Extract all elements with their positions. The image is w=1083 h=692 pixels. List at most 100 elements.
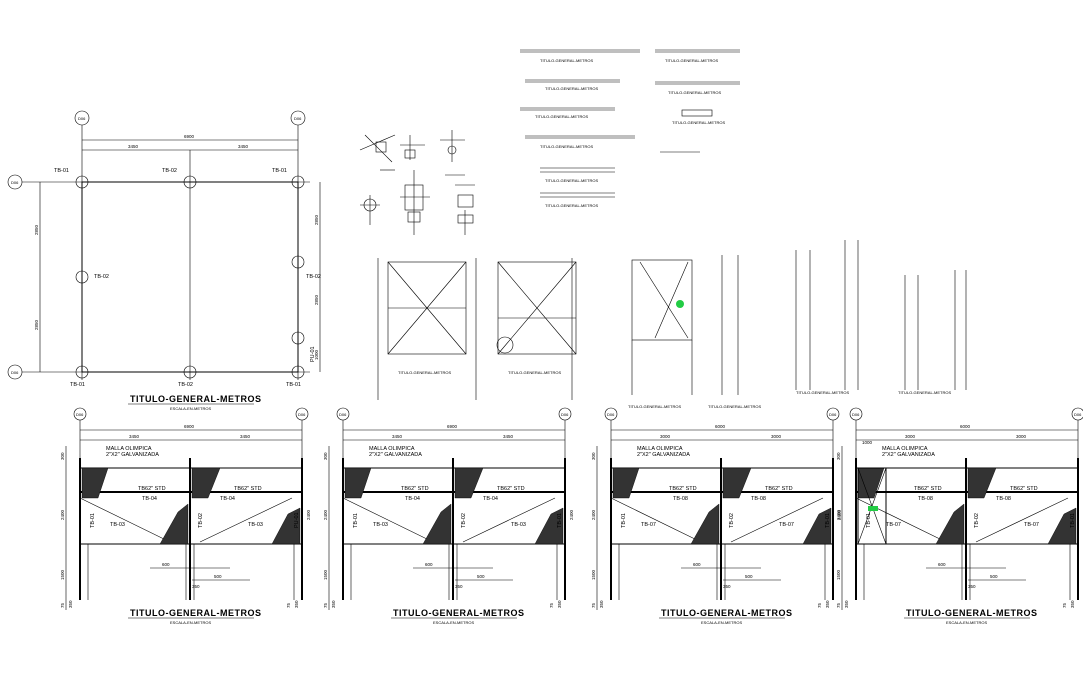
dim-h: 350: [557, 600, 562, 608]
elevation-scale: ESCALA-EN-METROS: [701, 620, 742, 625]
diagonal-label: TB-07: [886, 522, 901, 528]
post-label: TB-02: [974, 513, 980, 528]
axis-bubble-label: D06: [607, 412, 615, 417]
diagonal-label: TB-03: [110, 522, 125, 528]
gate-title: TITULO-GENERAL-METROS: [398, 370, 451, 375]
post-label: TB-01: [557, 513, 563, 528]
diagonal-label: TB-03: [511, 522, 526, 528]
post-label: TB-01: [825, 513, 831, 528]
dim-left: 3000: [660, 434, 671, 439]
dim-total: 6000: [960, 424, 971, 429]
dim-h: 350: [844, 600, 849, 608]
fence-elevation: D06D066000300030003002400150075350240075…: [836, 407, 1083, 625]
pipe-std-label: TB62" STD: [765, 486, 793, 492]
elevation-scale: ESCALA-EN-METROS: [170, 620, 211, 625]
footing-dim: 500: [214, 574, 222, 579]
diagonal-brace: [342, 497, 434, 543]
dim-right: 3450: [240, 434, 251, 439]
post-label: TB-01: [272, 168, 287, 174]
post-label: TB-02: [178, 382, 193, 388]
dim-h: 75: [591, 602, 596, 608]
footing-dim: 600: [693, 562, 701, 567]
connection-details: [359, 130, 475, 235]
pipe-std-label: TB62" STD: [401, 486, 429, 492]
concrete-hatch: [159, 503, 189, 545]
plan-title: TITULO-GENERAL-METROS: [130, 394, 262, 404]
pipe-label: TB-04: [142, 496, 157, 502]
dim-vr1: 2850: [314, 214, 319, 225]
concrete-hatch: [81, 467, 109, 499]
dim-h: 75: [1062, 602, 1067, 608]
footing-dim: 350: [192, 584, 200, 589]
pipe-std-label: TB62" STD: [234, 486, 262, 492]
door-frame: [857, 467, 887, 545]
mesh-label: MALLA OLIMPICA: [106, 446, 152, 452]
pipe-label: TB-08: [673, 496, 688, 502]
post-label: PU-01: [310, 346, 316, 362]
concrete-hatch: [344, 467, 372, 499]
dim-h: 75: [549, 602, 554, 608]
post-label: PU-01: [294, 512, 300, 528]
axis-bubble-label: D06: [76, 412, 84, 417]
pipe-std-label: TB62" STD: [914, 486, 942, 492]
mesh-label: 2"X2" GALVANIZADA: [106, 452, 159, 458]
mesh-label: MALLA OLIMPICA: [882, 446, 928, 452]
plan-scale: ESCALA-EN-METROS: [170, 406, 211, 411]
concrete-hatch: [722, 467, 752, 499]
concrete-hatch: [271, 507, 301, 545]
pipe-std-label: TB62" STD: [1010, 486, 1038, 492]
axis-bubble-label: D06: [561, 412, 569, 417]
elevation-scale: ESCALA-EN-METROS: [433, 620, 474, 625]
pipe-std-label: TB62" STD: [138, 486, 166, 492]
dim-vr3: 1000: [314, 349, 319, 360]
axis-bubble-label: D06: [829, 412, 837, 417]
elevation-title: TITULO-GENERAL-METROS: [130, 608, 262, 618]
post-label: TB-02: [461, 513, 467, 528]
dim-h: 1500: [836, 569, 841, 580]
highlight-marker: [868, 506, 878, 511]
diagonal-brace: [462, 497, 556, 543]
axis-bubble-label: D06: [852, 412, 860, 417]
elevation-title: TITULO-GENERAL-METROS: [661, 608, 793, 618]
dim-right: 3450: [503, 434, 514, 439]
dim-v1: 2850: [34, 224, 39, 235]
gate-title: TITULO-GENERAL-METROS: [508, 370, 561, 375]
schedule-list: TITULO-GENERAL-METROS TITULO-GENERAL-MET…: [520, 49, 740, 208]
diagonal-brace: [855, 497, 947, 543]
schedule-row: TITULO-GENERAL-METROS: [545, 178, 598, 183]
dim-h: 350: [294, 600, 299, 608]
dim-h: 350: [331, 600, 336, 608]
schedule-row: TITULO-GENERAL-METROS: [672, 120, 725, 125]
mesh-label: 2"X2" GALVANIZADA: [882, 452, 935, 458]
footing-dim: 350: [723, 584, 731, 589]
dim-h: 300: [836, 452, 841, 460]
axis-bubble-label: D06: [1074, 412, 1082, 417]
diagonal-brace: [79, 497, 171, 543]
gate-title: TITULO-GENERAL-METROS: [628, 404, 681, 409]
dim-right: 3000: [1016, 434, 1027, 439]
footing-dim: 350: [455, 584, 463, 589]
dim-h: 1500: [60, 569, 65, 580]
concrete-hatch: [1047, 507, 1077, 545]
post-label: TB-01: [1070, 513, 1076, 528]
dim-v2: 2850: [34, 319, 39, 330]
dim-left: 3450: [392, 434, 403, 439]
schedule-row: TITULO-GENERAL-METROS: [540, 144, 593, 149]
pipe-std-label: TB62" STD: [669, 486, 697, 492]
pipe-label: TB-04: [405, 496, 420, 502]
concrete-hatch: [612, 467, 640, 499]
concrete-hatch: [690, 503, 720, 545]
dim-h: 75: [286, 602, 291, 608]
diagonal-label: TB-03: [248, 522, 263, 528]
concrete-hatch: [935, 503, 965, 545]
dim-h: 2400: [569, 509, 574, 520]
door-dim: 1000: [862, 440, 873, 445]
dim-h: 75: [836, 602, 841, 608]
dim-h: 75: [817, 602, 822, 608]
dim-h: 300: [60, 452, 65, 460]
mesh-label: MALLA OLIMPICA: [637, 446, 683, 452]
